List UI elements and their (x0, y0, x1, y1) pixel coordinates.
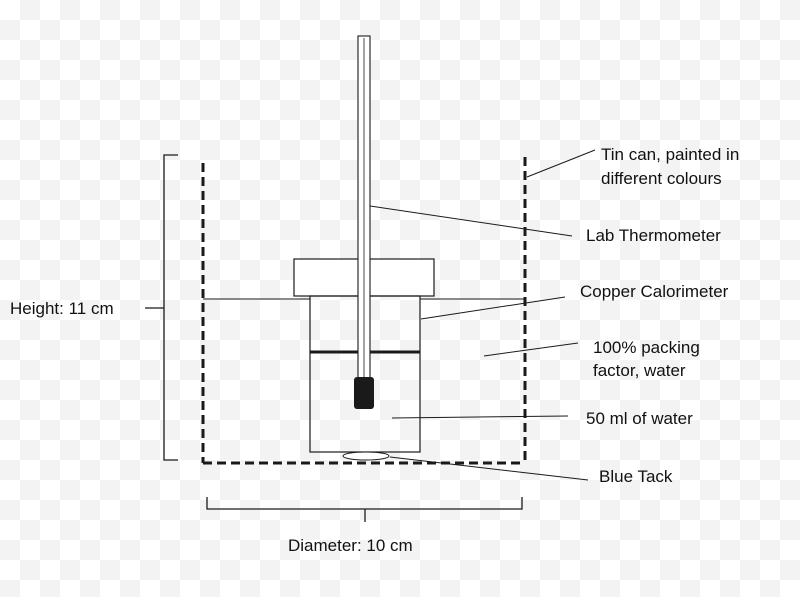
label-packing-line2: factor, water (593, 361, 686, 380)
leader-thermometer (369, 205, 573, 237)
label-thermometer: Lab Thermometer (586, 226, 721, 245)
label-water: 50 ml of water (586, 409, 693, 428)
label-height: Height: 11 cm (10, 299, 114, 318)
label-calorimeter: Copper Calorimeter (580, 282, 729, 301)
leader-water (391, 415, 569, 419)
label-packing-line1: 100% packing (593, 338, 700, 357)
blue-tack (342, 451, 390, 461)
label-tin-can-line1: Tin can, painted in (601, 145, 739, 164)
label-tin-can-line2: different colours (601, 169, 722, 188)
leader-blue-tack (389, 456, 589, 481)
leader-packing (483, 342, 579, 357)
leader-tin-can (526, 149, 596, 178)
leader-calorimeter (420, 296, 566, 320)
label-blue-tack: Blue Tack (599, 467, 673, 486)
height-bracket (163, 154, 178, 461)
label-diameter: Diameter: 10 cm (288, 536, 413, 555)
thermometer-bulb (354, 377, 374, 409)
diameter-bracket (206, 497, 523, 510)
